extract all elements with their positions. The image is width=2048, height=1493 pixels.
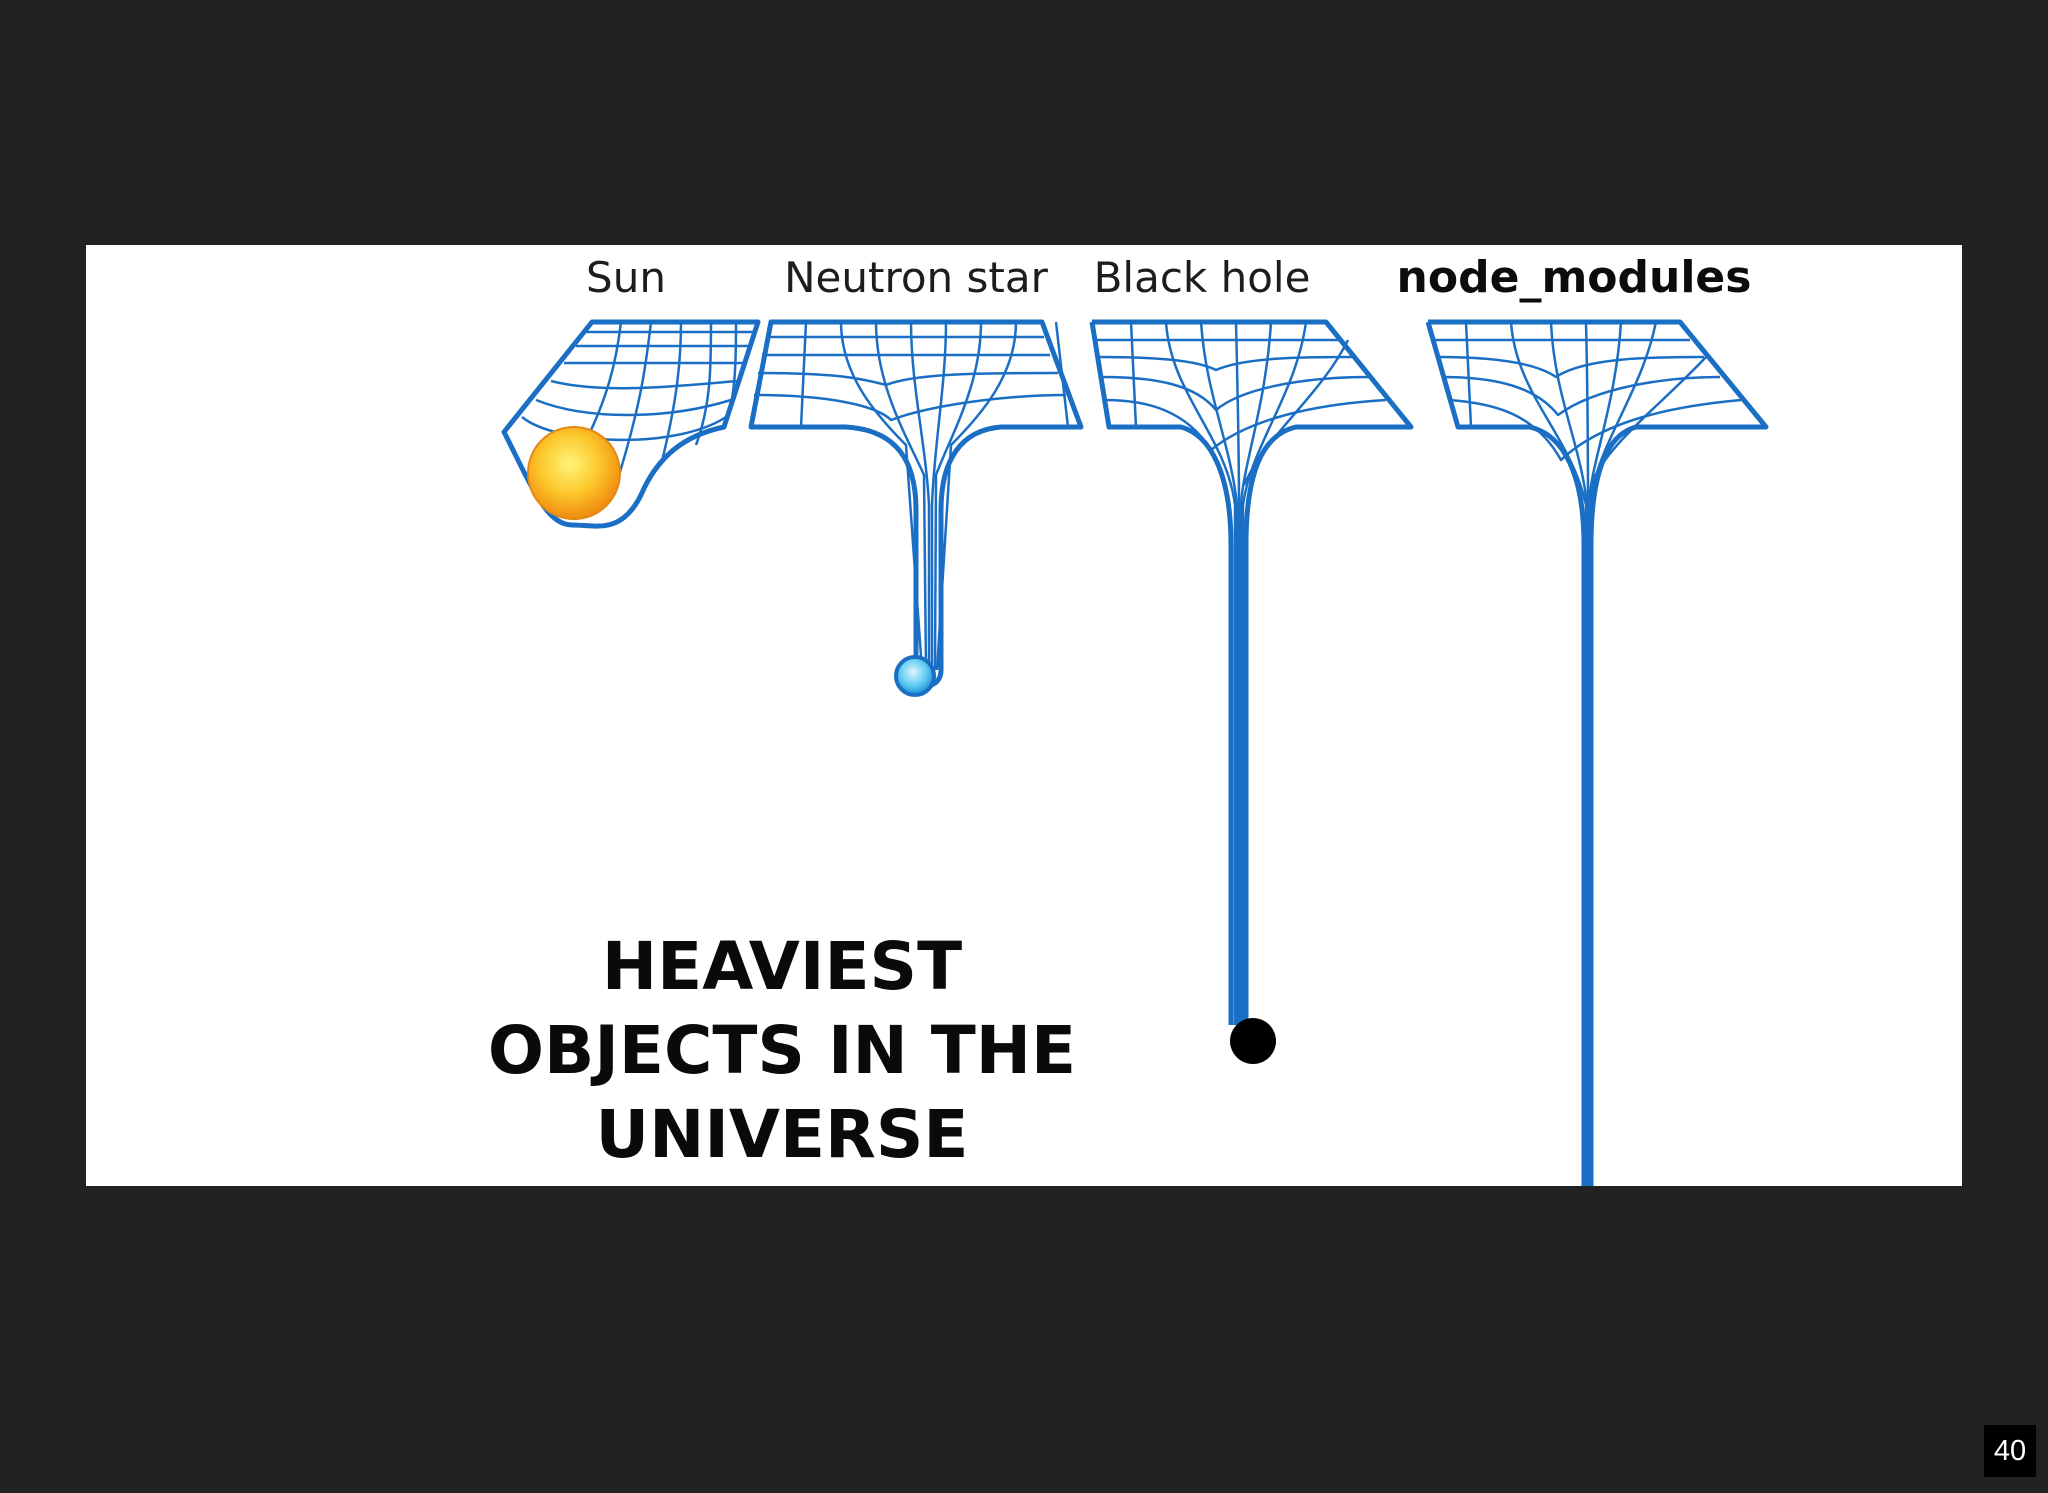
black-hole-sphere xyxy=(1230,1018,1276,1064)
label-neutron-star: Neutron star xyxy=(784,253,1048,302)
meme-image: Sun Neutron star Black hole node_modules… xyxy=(86,245,1962,1186)
black-hole-spacetime-grid xyxy=(1089,319,1414,1025)
caption-line-1: HEAVIEST xyxy=(601,928,963,1005)
label-black-hole: Black hole xyxy=(1093,253,1311,302)
label-node-modules: node_modules xyxy=(1396,252,1752,303)
neutron-star-spacetime-grid xyxy=(748,319,1084,688)
sun-sphere xyxy=(527,426,621,520)
caption-line-3: UNIVERSE xyxy=(595,1096,969,1173)
caption-line-2: OBJECTS IN THE xyxy=(487,1012,1077,1089)
neutron-star-ball xyxy=(894,655,936,697)
node-modules-spacetime-grid xyxy=(1425,319,1769,1186)
label-sun: Sun xyxy=(586,253,666,302)
meme-caption: HEAVIEST OBJECTS IN THE UNIVERSE xyxy=(462,925,1102,1177)
slide-page-number: 40 xyxy=(1984,1425,2036,1477)
spacetime-illustration xyxy=(501,319,1769,1186)
